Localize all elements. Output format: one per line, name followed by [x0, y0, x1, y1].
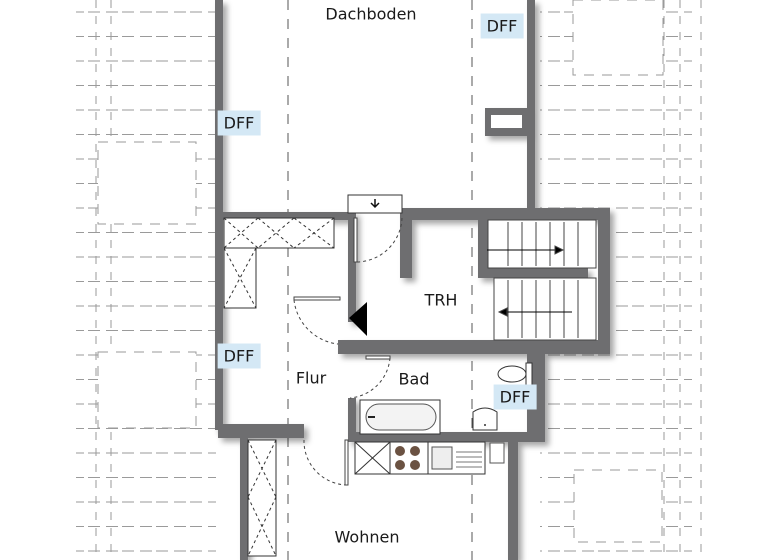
roof-tiles-right	[540, 0, 702, 560]
roof-tiles-left	[76, 0, 216, 560]
bathtub	[359, 399, 441, 435]
roof-window-label: DFF	[493, 384, 537, 410]
attic-door	[347, 194, 403, 263]
roof-window-label: DFF	[480, 13, 524, 39]
room-label-trh: TRH	[424, 290, 458, 310]
room-label-wohnen: Wohnen	[334, 527, 400, 547]
room-label-bad: Bad	[398, 369, 430, 389]
roof-window-label: DFF	[217, 110, 261, 136]
washbasin	[472, 407, 498, 431]
stair-arrow-right-icon	[554, 245, 565, 255]
room-label-dachboden: Dachboden	[325, 4, 417, 24]
entrance-arrow-icon	[349, 302, 367, 336]
room-label-flur: Flur	[295, 368, 327, 388]
kitchenette	[354, 441, 505, 475]
stair-arrow-left-icon	[497, 307, 508, 317]
staircase	[487, 219, 597, 341]
roof-window-label: DFF	[217, 343, 261, 369]
wardrobe-cabinets	[223, 217, 335, 557]
